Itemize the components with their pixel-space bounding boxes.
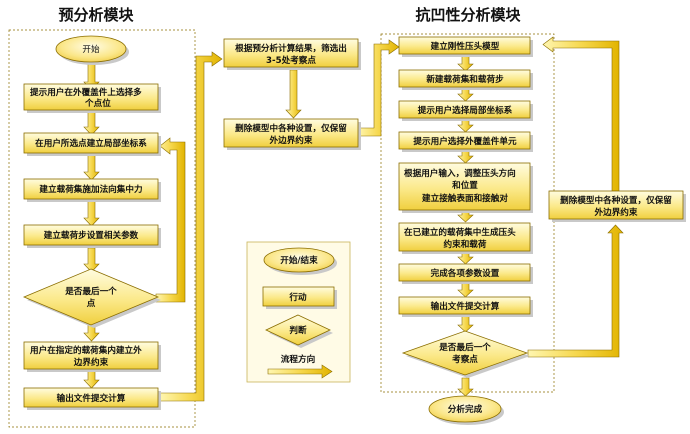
legend-flow-arrow	[267, 364, 333, 379]
legend-action-label: 行动	[288, 291, 307, 303]
step-select-points	[23, 83, 159, 111]
arrow-s2-s3	[83, 152, 100, 181]
step-adjust-indenter	[398, 162, 531, 211]
step-clear-settings-right-line1: 删除模型中各种设置，仅保留	[560, 194, 672, 206]
step-load-step	[23, 224, 159, 246]
arrow-r7-r8	[457, 282, 474, 298]
step-adjust-indenter-line3: 建立接触表面和接触对	[421, 192, 508, 204]
step-generate-load	[398, 222, 531, 252]
step-submit-right-label: 输出文件提交计算	[431, 300, 500, 312]
step-select-points-line1: 提示用户在外覆盖件上选择多	[30, 86, 142, 98]
start-label: 开始	[82, 43, 100, 55]
dent-analysis-title: 抗凹性分析模块	[415, 6, 521, 24]
step-select-points-line2: 个点位	[84, 97, 111, 109]
step-clear-settings-mid-line2: 外边界约束	[269, 134, 313, 146]
arrow-r1-r2	[457, 54, 474, 72]
step-rigid-indenter-label: 建立刚性压头模型	[430, 40, 500, 52]
step-outer-boundary-line1: 用户在指定的载荷集内建立外	[29, 344, 142, 356]
step-choose-element-label: 提示用户选择外覆盖件单元	[413, 135, 517, 147]
legend-flow-label: 流程方向	[281, 353, 315, 365]
decision-last-point-line1: 是否最后一个	[65, 285, 117, 297]
end-terminal	[428, 395, 502, 423]
end-label: 分析完成	[448, 403, 483, 415]
step-adjust-indenter-line2: 和位置	[451, 179, 478, 191]
step-choose-coordinate	[398, 100, 531, 119]
arrow-s1-s2	[83, 109, 100, 136]
arrow-s6-m1	[159, 51, 223, 402]
step-filter-points	[223, 38, 359, 68]
arrow-d2-side	[527, 224, 624, 358]
step-parameters-done-label: 完成各项参数设置	[431, 267, 500, 279]
arrow-loop-d1-s2	[155, 137, 186, 303]
arrow-s3-s4	[83, 198, 100, 227]
step-filter-points-line2: 3-5处考察点	[266, 54, 316, 66]
step-adjust-indenter-line1: 根据用户输入，调整压头方向	[404, 167, 516, 179]
decision-last-inspection-point-line2: 考察点	[452, 353, 478, 365]
step-choose-element	[398, 131, 531, 150]
step-parameters-done	[398, 263, 531, 282]
step-clear-settings-right-line2: 外边界约束	[594, 206, 638, 218]
arrow-r8-d2	[457, 315, 474, 333]
step-clear-settings-mid-line1: 删除模型中各种设置，仅保留	[235, 122, 347, 134]
step-filter-points-line1: 根据预分析计算结果，筛选出	[235, 42, 347, 54]
step-new-load-set-label: 新建载荷集和载荷步	[426, 73, 504, 85]
step-outer-boundary	[23, 341, 159, 370]
start-terminal	[55, 35, 127, 63]
arrow-m2-r1	[357, 39, 400, 137]
arrow-s4-d1	[83, 247, 100, 273]
decision-last-point-line2: 点	[87, 297, 96, 309]
step-normal-force-label: 建立载荷集施加法向集中力	[38, 183, 142, 195]
legend-decision-shape	[265, 314, 331, 346]
decision-last-inspection-point	[401, 330, 529, 376]
connector-arrows	[83, 36, 624, 402]
legend-decision-label: 判断	[289, 324, 307, 336]
pre-analysis-title: 预分析模块	[58, 6, 134, 24]
step-local-coordinate	[23, 132, 159, 154]
step-submit-left-label: 输出文件提交计算	[57, 392, 126, 404]
pre-analysis-frame	[8, 29, 196, 428]
step-submit-left	[23, 387, 159, 408]
step-generate-load-line1: 在已建立的载荷集中生成压头	[404, 226, 516, 238]
arrow-d2-end	[457, 377, 474, 397]
legend-terminal-shape	[263, 247, 335, 273]
step-normal-force	[23, 178, 159, 200]
step-outer-boundary-line2: 边界约束	[73, 356, 109, 368]
step-clear-settings-mid	[223, 118, 359, 148]
step-generate-load-line2: 约束和载荷	[444, 238, 487, 250]
step-rigid-indenter	[398, 36, 531, 55]
legend-terminal-label: 开始/结束	[280, 254, 318, 266]
decision-last-point	[22, 268, 160, 326]
step-clear-settings-right	[548, 190, 684, 220]
decision-last-inspection-point-line1: 是否最后一个	[439, 341, 491, 353]
legend-action-shape	[262, 286, 335, 307]
arrow-m1-m2	[285, 69, 302, 119]
arrow-side-r1	[542, 36, 620, 192]
step-load-step-label: 建立载荷步设置相关参数	[43, 229, 139, 241]
step-choose-coordinate-label: 提示用户选择局部坐标系	[418, 104, 513, 116]
step-new-load-set	[398, 69, 531, 88]
step-submit-right	[398, 296, 531, 315]
step-local-coordinate-label: 在用户所选点建立局部坐标系	[35, 137, 147, 149]
